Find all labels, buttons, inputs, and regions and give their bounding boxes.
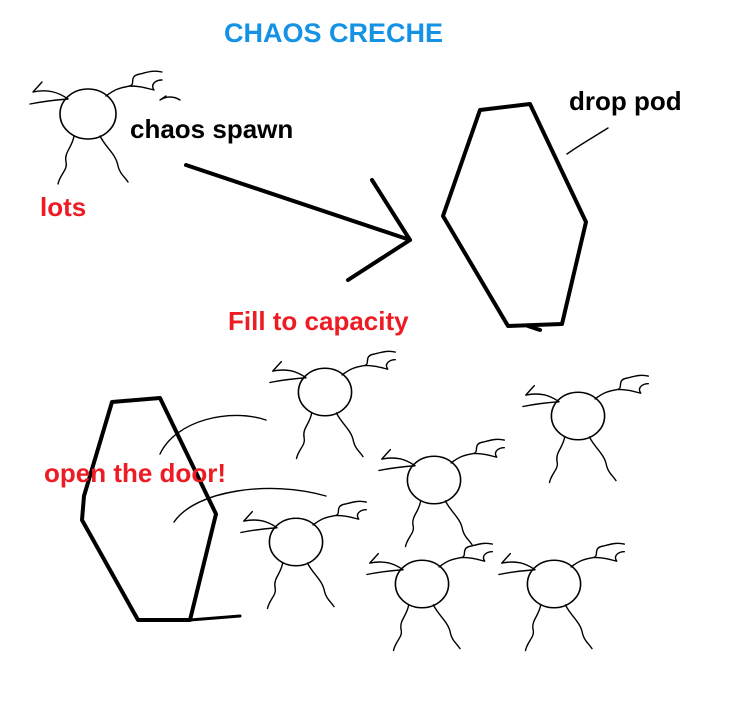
- spawn-creature-1: [269, 350, 397, 460]
- spawn-head: [550, 391, 606, 441]
- spawn-horn-right: [312, 500, 368, 526]
- drop-pod-label: drop pod: [569, 86, 682, 116]
- spawn-leg-right: [306, 562, 335, 608]
- open-pod-door: [188, 614, 242, 622]
- spawn-leg-left: [295, 412, 313, 460]
- spawn-head: [268, 517, 324, 567]
- open-pod-outline: [80, 396, 218, 622]
- spawn-leg-right: [335, 412, 364, 458]
- spawn-horn-right: [450, 438, 506, 464]
- spawn-head: [297, 367, 353, 417]
- spawn-head: [406, 455, 462, 505]
- spawn-leg-right: [432, 604, 461, 650]
- spawn-horn-right: [438, 542, 494, 568]
- spawn-creature-3: [378, 438, 506, 548]
- spawn-horn-left: [240, 510, 278, 534]
- label-pointer-curl: [159, 95, 181, 101]
- spawn-horn-left: [378, 448, 416, 472]
- spawn-head: [59, 88, 117, 140]
- spawn-leg-right: [444, 500, 473, 546]
- spawn-leg-right: [564, 604, 593, 650]
- spawn-creature-2: [522, 374, 650, 484]
- spawn-horn-left: [522, 384, 560, 408]
- spawn-horn-right: [570, 542, 626, 568]
- spawn-leg-left: [57, 135, 75, 185]
- spawn-leg-left: [524, 604, 542, 652]
- spawn-leg-left: [404, 500, 422, 548]
- fill-arrow-head: [346, 178, 412, 282]
- spawn-horn-right: [105, 70, 163, 97]
- spawn-creature-5: [366, 542, 494, 652]
- spawn-head: [526, 559, 582, 609]
- drop-pod-leader-line: [566, 127, 609, 155]
- lots-label: lots: [40, 192, 87, 222]
- spawn-horn-left: [498, 552, 536, 576]
- spawn-creature-4: [240, 500, 368, 610]
- open-the-door-label: open the door!: [44, 458, 226, 488]
- spawn-horn-left: [366, 552, 404, 576]
- drop-pod-outline: [441, 102, 588, 328]
- door-swing-line-2: [173, 487, 327, 523]
- spawn-head: [394, 559, 450, 609]
- spawn-leg-right: [588, 436, 617, 482]
- spawn-horn-left: [29, 81, 69, 105]
- drop-pod-base-nub: [526, 324, 542, 332]
- fill-to-capacity-label: Fill to capacity: [228, 306, 409, 336]
- spawn-horn-left: [269, 360, 307, 384]
- spawn-creature-6: [498, 542, 626, 652]
- fill-arrow-shaft: [184, 163, 412, 242]
- spawn-creature-top: [29, 70, 163, 185]
- spawn-horn-right: [594, 374, 650, 400]
- spawn-leg-left: [548, 436, 566, 484]
- spawn-leg-right: [99, 135, 129, 183]
- spawn-leg-left: [266, 562, 284, 610]
- spawn-horn-right: [341, 350, 397, 376]
- chaos-spawn-label: chaos spawn: [130, 114, 294, 144]
- spawn-leg-left: [392, 604, 410, 652]
- diagram-title: CHAOS CRECHE: [224, 18, 444, 48]
- door-swing-line-1: [159, 414, 267, 455]
